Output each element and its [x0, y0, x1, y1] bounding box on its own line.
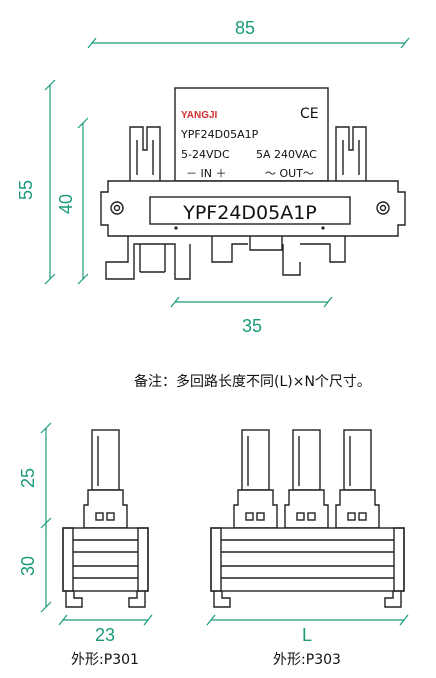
- p303-front-view: [210, 429, 405, 608]
- relay-side-view: YANGJI CE YPF24D05A1P 5-24VDC 5A 240VAC …: [100, 87, 406, 280]
- relay-body: [174, 87, 329, 182]
- model-large-label: YPF24D05A1P: [182, 202, 317, 224]
- dim-overall-width: 85: [87, 18, 410, 49]
- brand-label: YANGJI: [181, 110, 218, 121]
- output-spec-label: 5A 240VAC: [256, 148, 317, 161]
- dim-p301-width: 23: [58, 614, 153, 645]
- note-text: 备注：多回路长度不同(L)×N个尺寸。: [134, 373, 371, 390]
- body-height-label: 40: [56, 194, 76, 214]
- caption-p303: 外形:P303: [273, 652, 341, 668]
- out-label: ～ OUT～: [265, 167, 314, 180]
- dim-p303-width: L: [206, 614, 409, 645]
- dim-overall-height: 55: [16, 79, 56, 285]
- overall-height-label: 55: [16, 180, 36, 200]
- dim-body-height: 40: [56, 117, 89, 285]
- rail-width-label: 35: [242, 316, 262, 336]
- model-plate: [149, 196, 351, 225]
- in-label: － IN ＋: [186, 167, 226, 180]
- p301-height-top-label: 25: [18, 468, 38, 488]
- p301-front-view: [62, 429, 149, 608]
- overall-width-label: 85: [235, 18, 255, 38]
- model-small-label: YPF24D05A1P: [180, 128, 259, 141]
- caption-p301: 外形:P301: [71, 652, 139, 668]
- dim-p301-height-bottom: 30: [18, 523, 52, 613]
- dim-rail-width: 35: [170, 296, 333, 336]
- p301-height-bottom-label: 30: [18, 556, 38, 576]
- p303-width-label: L: [302, 625, 312, 645]
- input-spec-label: 5-24VDC: [181, 148, 230, 161]
- ce-mark: CE: [300, 106, 319, 122]
- dim-p301-height-top: 25: [18, 422, 52, 529]
- p301-width-label: 23: [95, 625, 115, 645]
